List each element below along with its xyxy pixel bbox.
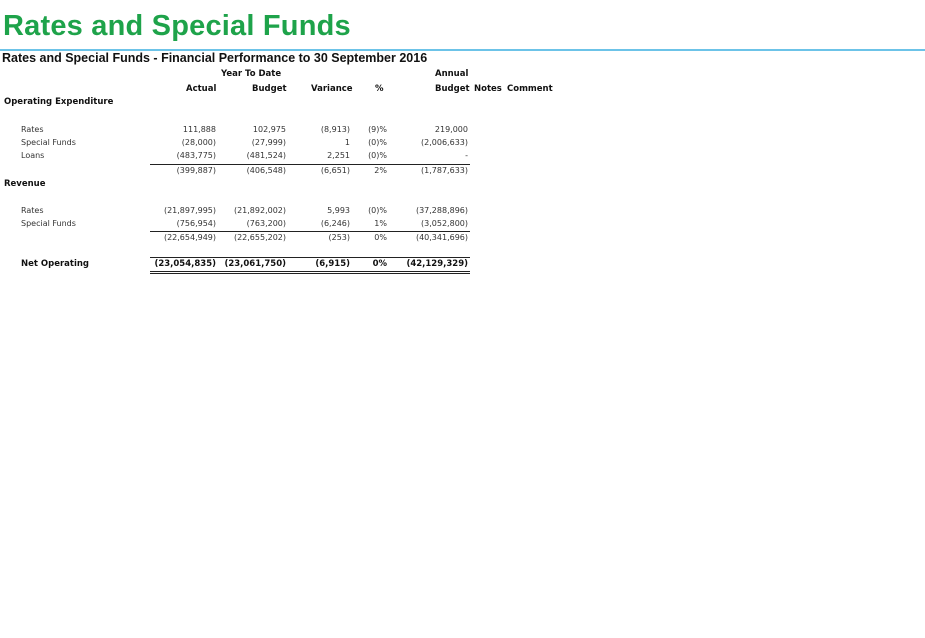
row-label: Special Funds [21,219,76,228]
title-rule [0,49,925,51]
cell-actual: (28,000) [181,138,216,147]
page-title: Rates and Special Funds [3,10,351,42]
table-row: Rates 111,888 102,975 (8,913) (9)% 219,0… [0,125,560,137]
cell-percent: 2% [374,166,387,175]
row-label: Rates [21,206,44,215]
table-row: Special Funds (28,000) (27,999) 1 (0)% (… [0,138,560,150]
net-double-rule-1 [150,271,470,272]
cell-variance: (6,915) [315,259,350,269]
cell-annual-budget: (42,129,329) [406,259,468,269]
cell-budget: (22,655,202) [233,233,286,242]
cell-percent: 0% [374,233,387,242]
cell-percent: (9)% [368,125,387,134]
cell-annual-budget: - [465,151,468,160]
header-actual: Actual [186,84,217,94]
cell-actual: (22,654,949) [163,233,216,242]
cell-variance: (253) [328,233,350,242]
cell-budget: (481,524) [246,151,286,160]
header-notes: Notes [474,84,502,94]
cell-annual-budget: 219,000 [434,125,468,134]
financial-table: Year To Date Annual Actual Budget Varian… [0,0,560,290]
cell-percent: (0)% [368,151,387,160]
cell-actual: 111,888 [182,125,216,134]
report-title: Rates and Special Funds - Financial Perf… [2,51,428,65]
cell-actual: (21,897,995) [163,206,216,215]
row-label: Rates [21,125,44,134]
cell-variance: 5,993 [327,206,350,215]
cell-percent: 1% [374,219,387,228]
cell-percent: (0)% [368,138,387,147]
row-label: Loans [21,151,45,160]
section-operating-expenditure: Operating Expenditure [4,97,114,107]
cell-budget: (406,548) [246,166,286,175]
subtotal-row: (399,887) (406,548) (6,651) 2% (1,787,63… [0,166,560,178]
header-comment: Comment [507,84,553,94]
table-row: Rates (21,897,995) (21,892,002) 5,993 (0… [0,206,560,218]
cell-percent: 0% [372,259,387,269]
cell-actual: (483,775) [176,151,216,160]
cell-budget: (21,892,002) [233,206,286,215]
cell-budget: 102,975 [252,125,286,134]
subtotal-rule [150,231,470,232]
cell-budget: (23,061,750) [224,259,286,269]
header-variance: Variance [311,84,353,94]
cell-annual-budget: (2,006,633) [421,138,468,147]
cell-budget: (763,200) [246,219,286,228]
cell-actual: (756,954) [176,219,216,228]
header-annual-budget: Budget [435,84,470,94]
cell-annual-budget: (1,787,633) [421,166,468,175]
net-top-rule [150,257,470,258]
cell-actual: (399,887) [176,166,216,175]
cell-annual-budget: (37,288,896) [415,206,468,215]
subtotal-rule [150,164,470,165]
row-label: Special Funds [21,138,76,147]
cell-annual-budget: (3,052,800) [421,219,468,228]
header-percent: % [375,84,384,94]
cell-actual: (23,054,835) [154,259,216,269]
cell-annual-budget: (40,341,696) [415,233,468,242]
cell-percent: (0)% [368,206,387,215]
net-double-rule-2 [150,273,470,274]
cell-variance: (6,246) [320,219,350,228]
net-operating-row: Net Operating (23,054,835) (23,061,750) … [0,259,560,271]
cell-variance: 2,251 [327,151,350,160]
cell-budget: (27,999) [251,138,286,147]
header-budget: Budget [252,84,287,94]
cell-variance: 1 [344,138,350,147]
header-year-to-date: Year To Date [221,69,282,79]
cell-variance: (8,913) [320,125,350,134]
header-annual: Annual [435,69,469,79]
subtotal-row: (22,654,949) (22,655,202) (253) 0% (40,3… [0,233,560,245]
section-revenue: Revenue [4,179,46,189]
table-row: Loans (483,775) (481,524) 2,251 (0)% - [0,151,560,163]
cell-variance: (6,651) [320,166,350,175]
table-row: Special Funds (756,954) (763,200) (6,246… [0,219,560,231]
row-label: Net Operating [21,259,90,269]
